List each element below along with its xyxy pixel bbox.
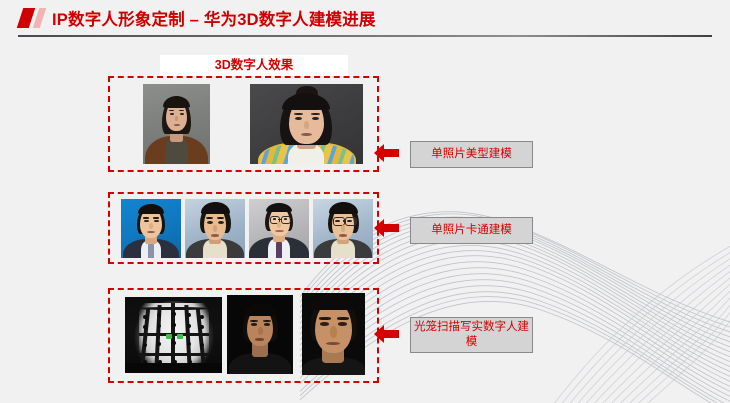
group-box-row-1 (108, 76, 379, 172)
slide-header: IP数字人形象定制 – 华为3D数字人建模进展 (0, 0, 730, 42)
arrow-left-icon-row-2 (374, 218, 399, 238)
photo-photoreal-avatar-man (302, 293, 365, 375)
title-divider-rule (18, 35, 712, 37)
arrow-left-icon-row-1 (374, 143, 399, 163)
section-label: 3D数字人效果 (160, 55, 348, 76)
callout-row-1: 单照片美型建模 (410, 141, 533, 168)
photo-light-stage-rig (125, 297, 222, 373)
photo-rendered-avatar-woman (250, 84, 363, 164)
photo-source-photo-woman (143, 84, 210, 164)
photo-cartoon-avatar-man (185, 199, 245, 258)
page-title: IP数字人形象定制 – 华为3D数字人建模进展 (52, 11, 376, 29)
photo-source-photo-man-blue-bg (121, 199, 181, 258)
photo-source-photo-man-glasses (249, 199, 309, 258)
arrow-left-icon-row-3 (374, 324, 399, 344)
callout-row-3: 光笼扫描写实数字人建模 (410, 317, 533, 353)
callout-row-2: 单照片卡通建模 (410, 217, 533, 244)
photo-cartoon-avatar-man-glasses (313, 199, 373, 258)
photo-source-photo-man-dark-bg (227, 295, 293, 374)
title-accent-mark-secondary (32, 8, 47, 28)
